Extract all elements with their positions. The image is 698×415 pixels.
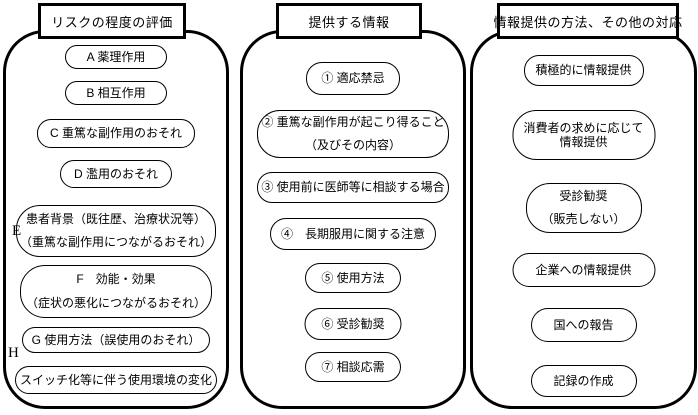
panel-title-text: リスクの程度の評価 bbox=[51, 14, 173, 30]
item-label-e: E bbox=[12, 223, 22, 239]
info-item-1: ① 適応禁忌 bbox=[306, 62, 400, 95]
info-item-5: ⑤ 使用方法 bbox=[305, 263, 401, 293]
item-text: F 効能・効果 bbox=[76, 272, 156, 287]
item-text: 記録の作成 bbox=[553, 373, 614, 388]
info-item-6: ⑥ 受診勧奨 bbox=[304, 308, 402, 340]
item-text: 患者背景（既往歴、治療状況等） bbox=[25, 211, 206, 226]
item-text: 受診勧奨 bbox=[559, 188, 608, 203]
action-item-active-provision: 積極的に情報提供 bbox=[523, 55, 644, 86]
item-text: ③ 使用前に医師等に相談する場合 bbox=[261, 180, 445, 195]
risk-item-g: G 使用方法（誤使用のおそれ） bbox=[22, 327, 210, 353]
item-text: ⑦ 相談応需 bbox=[321, 359, 385, 374]
panel-title-information-provided: 提供する情報 bbox=[276, 3, 422, 39]
risk-item-b: B 相互作用 bbox=[65, 81, 167, 105]
item-text: （重篤な副作用につながるおそれ） bbox=[19, 235, 212, 249]
item-text: B 相互作用 bbox=[86, 85, 146, 100]
info-item-7: ⑦ 相談応需 bbox=[305, 352, 401, 382]
item-text: D 濫用のおそれ bbox=[73, 166, 158, 181]
item-text: （及びその内容） bbox=[304, 138, 401, 152]
item-text: ② 重篤な副作用が起こり得ること bbox=[261, 114, 445, 129]
item-text: 積極的に情報提供 bbox=[535, 63, 632, 78]
item-text: ① 適応禁忌 bbox=[321, 71, 385, 86]
item-text: （症状の悪化につながるおそれ） bbox=[25, 295, 206, 310]
item-label-h: H bbox=[8, 345, 19, 361]
panel-information-provided: ① 適応禁忌 ② 重篤な副作用が起こり得ること （及びその内容） ③ 使用前に医… bbox=[240, 30, 466, 409]
action-item-referral-no-sale: 受診勧奨 （販売しない） bbox=[525, 183, 642, 233]
panel-provision-methods: 積極的に情報提供 消費者の求めに応じて 情報提供 受診勧奨 （販売しない） 企業… bbox=[470, 30, 697, 409]
item-text: ④ 長期服用に関する注意 bbox=[280, 226, 425, 241]
panel-title-text: 情報提供の方法、その他の対応 bbox=[493, 14, 683, 30]
panel-title-risk-evaluation: リスクの程度の評価 bbox=[38, 3, 186, 39]
info-item-4: ④ 長期服用に関する注意 bbox=[270, 218, 436, 250]
item-text: スイッチ化等に伴う使用環境の変化 bbox=[19, 372, 212, 387]
risk-item-e: 患者背景（既往歴、治療状況等） （重篤な副作用につながるおそれ） bbox=[16, 205, 216, 257]
item-text: G 使用方法（誤使用のおそれ） bbox=[31, 332, 201, 347]
item-text: 消費者の求めに応じて bbox=[523, 120, 644, 135]
action-item-record-keeping: 記録の作成 bbox=[530, 365, 637, 397]
action-item-report-to-government: 国への報告 bbox=[530, 308, 637, 342]
item-text: （販売しない） bbox=[541, 212, 626, 226]
action-item-inform-companies: 企業への情報提供 bbox=[512, 253, 655, 287]
panel-title-text: 提供する情報 bbox=[308, 14, 390, 30]
info-item-3: ③ 使用前に医師等に相談する場合 bbox=[257, 172, 449, 203]
risk-item-h: スイッチ化等に伴う使用環境の変化 bbox=[15, 366, 217, 394]
item-text: C 重篤な副作用のおそれ bbox=[49, 126, 182, 141]
panel-risk-evaluation: A 薬理作用 B 相互作用 C 重篤な副作用のおそれ D 濫用のおそれ E 患者… bbox=[3, 30, 229, 409]
risk-item-a: A 薬理作用 bbox=[65, 45, 167, 69]
action-item-on-request-provision: 消費者の求めに応じて 情報提供 bbox=[512, 110, 655, 160]
risk-item-d: D 濫用のおそれ bbox=[60, 160, 172, 188]
risk-item-c: C 重篤な副作用のおそれ bbox=[37, 119, 195, 148]
item-text: 情報提供 bbox=[559, 135, 608, 149]
info-item-2: ② 重篤な副作用が起こり得ること （及びその内容） bbox=[257, 110, 449, 158]
panel-title-provision-methods: 情報提供の方法、その他の対応 bbox=[494, 3, 682, 39]
item-text: ⑥ 受診勧奨 bbox=[321, 316, 385, 331]
item-text: 国への報告 bbox=[553, 317, 614, 332]
risk-item-f: F 効能・効果 （症状の悪化につながるおそれ） bbox=[20, 265, 212, 318]
item-text: ⑤ 使用方法 bbox=[321, 270, 385, 285]
item-text: A 薬理作用 bbox=[86, 49, 146, 64]
item-text: 企業への情報提供 bbox=[535, 262, 632, 277]
